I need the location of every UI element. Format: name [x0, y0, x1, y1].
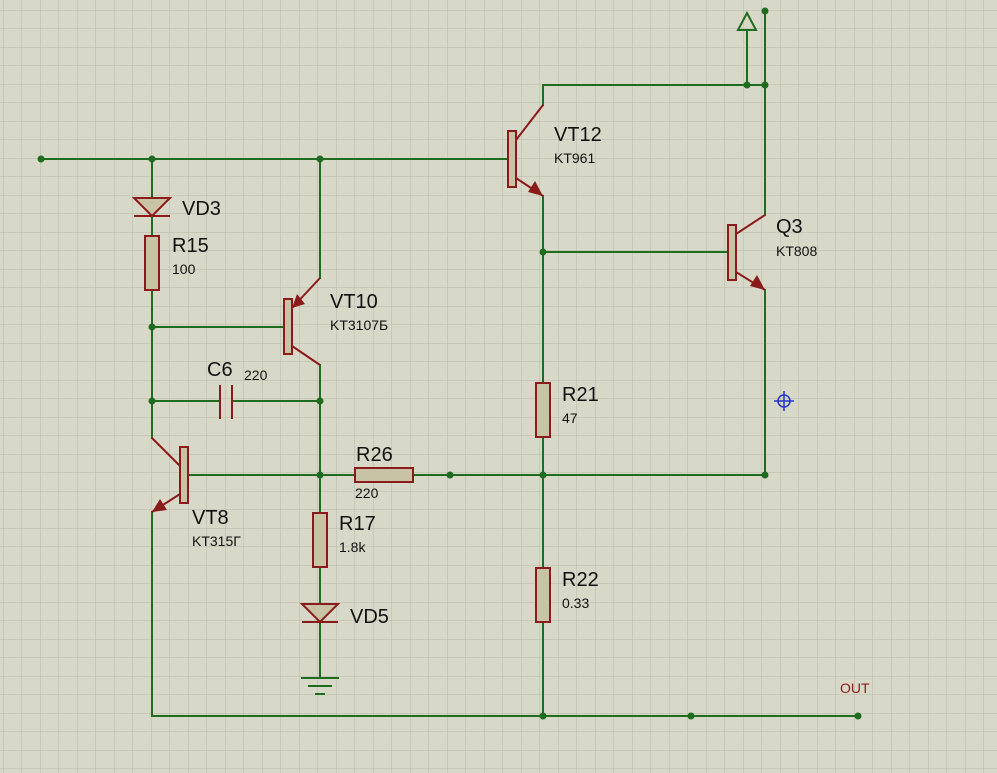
- q3-ref: Q3: [776, 216, 803, 238]
- c6-ref: C6: [207, 359, 233, 381]
- vt10-value: KT3107Б: [330, 317, 388, 333]
- r22-value: 0.33: [562, 595, 589, 611]
- transistor-q3[interactable]: Q3 KT808: [727, 214, 817, 291]
- r15-value: 100: [172, 261, 196, 277]
- vt8-value: KT315Г: [192, 533, 241, 549]
- r22-ref: R22: [562, 569, 599, 591]
- r17-value: 1.8k: [339, 539, 366, 555]
- vt12-ref: VT12: [554, 124, 602, 146]
- power-terminal-icon[interactable]: [736, 10, 758, 31]
- transistor-vt10[interactable]: VT10 KT3107Б: [283, 277, 388, 366]
- vt12-value: KT961: [554, 150, 595, 166]
- vt8-ref: VT8: [192, 507, 229, 529]
- resistor-r26[interactable]: R26 220: [354, 444, 414, 501]
- diode-vd5[interactable]: VD5: [299, 603, 389, 628]
- wires[interactable]: [40, 10, 859, 717]
- resistor-r17[interactable]: R17 1.8k: [312, 512, 376, 568]
- diode-vd3[interactable]: VD3: [131, 197, 221, 220]
- c6-value: 220: [244, 367, 268, 383]
- r21-ref: R21: [562, 384, 599, 406]
- resistor-r15[interactable]: R15 100: [144, 235, 209, 291]
- r26-ref: R26: [356, 444, 393, 466]
- q3-value: KT808: [776, 243, 817, 259]
- r15-ref: R15: [172, 235, 209, 257]
- junctions: [37, 7, 862, 720]
- capacitor-c6[interactable]: C6 220: [207, 359, 268, 419]
- resistor-r22[interactable]: R22 0.33: [535, 567, 599, 623]
- transistor-vt8[interactable]: VT8 KT315Г: [151, 437, 241, 549]
- r17-ref: R17: [339, 513, 376, 535]
- vd5-ref: VD5: [350, 606, 389, 628]
- ground-symbol-icon[interactable]: [301, 677, 339, 695]
- transistor-vt12[interactable]: VT12 KT961: [507, 104, 602, 197]
- resistor-r21[interactable]: R21 47: [535, 382, 599, 438]
- crosshair-cursor-icon: [774, 391, 794, 411]
- out-net-label[interactable]: OUT: [840, 680, 870, 696]
- vt10-ref: VT10: [330, 291, 378, 313]
- r21-value: 47: [562, 410, 578, 426]
- r26-value: 220: [355, 485, 379, 501]
- vd3-ref: VD3: [182, 198, 221, 220]
